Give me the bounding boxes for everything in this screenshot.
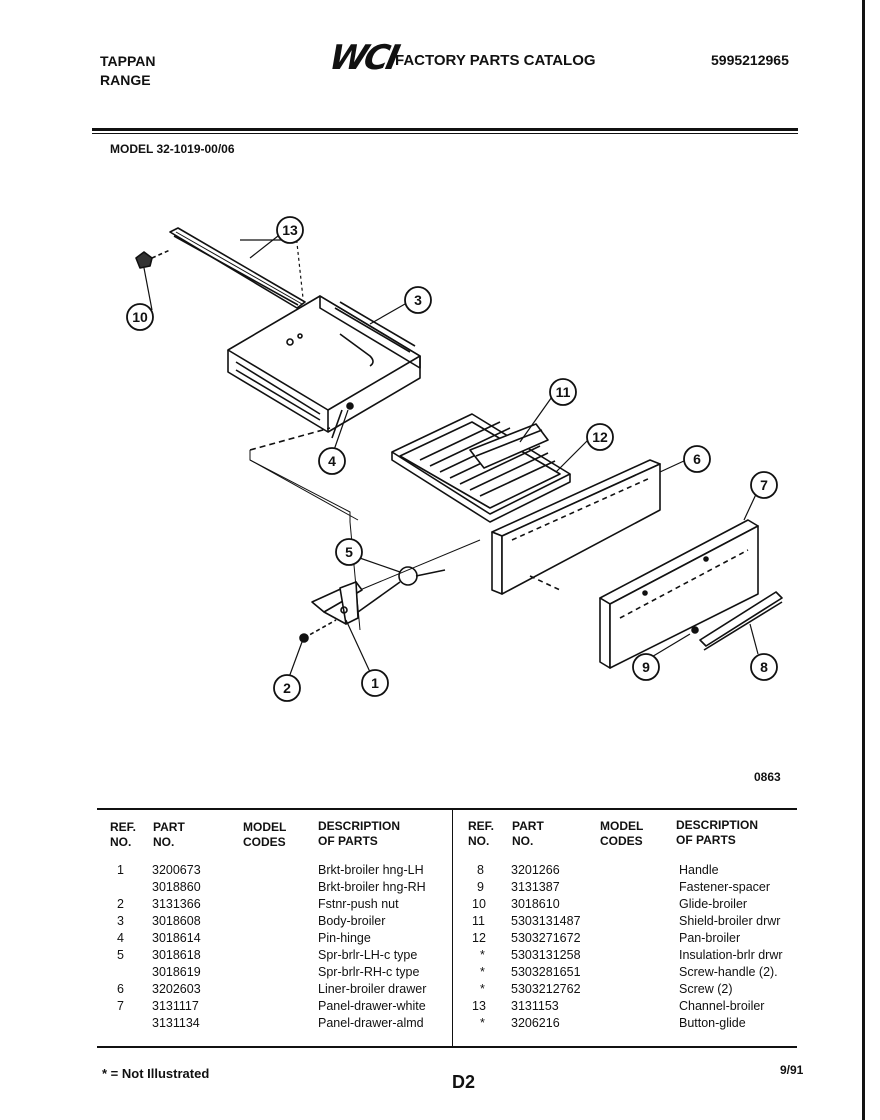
callout-7 [750, 471, 778, 499]
callout-1 [361, 669, 389, 697]
header-part-left: PART NO. [153, 820, 185, 849]
callout-7-label: 7 [760, 477, 768, 493]
callout-6 [683, 445, 711, 473]
table-row: 10 [472, 897, 486, 911]
callout-6-label: 6 [693, 451, 701, 467]
callout-3 [404, 286, 432, 314]
callout-2 [273, 674, 301, 702]
body-broiler-drawing [227, 295, 421, 433]
callout-2-label: 2 [283, 680, 291, 696]
callout-13-label: 13 [282, 222, 298, 238]
callout-5 [335, 538, 363, 566]
header-rule [92, 128, 798, 131]
callout-4-label: 4 [328, 453, 336, 469]
product-type: RANGE [100, 72, 151, 88]
callout-11 [549, 378, 577, 406]
table-row: 5 [117, 948, 124, 962]
callout-8-label: 8 [760, 659, 768, 675]
header-desc-right: DESCRIPTION OF PARTS [676, 818, 759, 847]
model-number: MODEL 32-1019-00/06 [110, 142, 235, 156]
callout-4 [318, 447, 346, 475]
table-row: * [480, 965, 485, 979]
callout-10-label: 10 [132, 309, 148, 325]
callout-5-label: 5 [345, 544, 353, 560]
table-row: 4 [117, 931, 124, 945]
table-divider [452, 808, 453, 1048]
footnote-not-illustrated: * = Not Illustrated [102, 1066, 210, 1081]
header-ref-left: REF. NO. [110, 820, 137, 849]
table-bottom-rule [97, 1046, 797, 1048]
header-part-right: PART NO. [512, 819, 544, 848]
shield-broiler-drawing [469, 423, 549, 469]
callout-12 [586, 423, 614, 451]
page-number: D2 [452, 1072, 476, 1092]
callout-12-label: 12 [592, 429, 608, 445]
table-row: 6 [117, 982, 124, 996]
bracket-broiler-hinge-drawing [311, 581, 363, 625]
panel-drawer-drawing [599, 519, 759, 669]
page-border-right [862, 0, 865, 1120]
callout-8 [750, 653, 778, 681]
table-top-rule [97, 808, 797, 810]
pan-broiler-drawing [391, 413, 571, 523]
table-row: 2 [117, 897, 124, 911]
header-rule-thin [92, 133, 798, 134]
handle-drawing [699, 591, 783, 651]
wci-logo: WCI [325, 38, 401, 78]
table-row: 3 [117, 914, 124, 928]
table-row: * [480, 948, 485, 962]
header-model-right: MODEL CODES [600, 819, 644, 848]
callout-11-label: 11 [556, 384, 571, 400]
table-row: 11 [472, 914, 485, 928]
fastener-spacer-drawing [691, 626, 699, 634]
table-row: 12 [472, 931, 486, 945]
figure-code: 0863 [754, 770, 781, 784]
header-desc-left: DESCRIPTION OF PARTS [318, 819, 401, 848]
catalog-number: 5995212965 [711, 52, 789, 68]
brand-name: TAPPAN [100, 53, 156, 69]
header-ref-right: REF. NO. [468, 819, 495, 848]
spring-broiler-drawing [357, 566, 446, 613]
table-row: * [480, 1016, 485, 1030]
callout-9-label: 9 [642, 659, 650, 675]
exploded-parts-diagram: 13 10 3 4 11 12 6 7 5 9 8 1 2 [126, 216, 783, 702]
liner-broiler-drawer-drawing [491, 459, 661, 595]
pin-hinge-drawing [331, 402, 354, 439]
table-row: * [480, 982, 485, 996]
channel-broiler-drawing [169, 227, 306, 309]
callout-1-label: 1 [371, 675, 379, 691]
header-model-left: MODEL CODES [243, 820, 287, 849]
table-row: 7 [117, 999, 124, 1013]
callout-9 [632, 653, 660, 681]
callout-3-label: 3 [414, 292, 422, 308]
push-nut-drawing [299, 619, 337, 643]
callout-10 [126, 303, 154, 331]
table-row: 8 [477, 863, 484, 877]
table-row: 1 [117, 863, 124, 877]
table-row: 9 [477, 880, 484, 894]
glide-broiler-drawing [135, 249, 171, 269]
table-row: 13 [472, 999, 486, 1013]
revision-date: 9/91 [780, 1063, 804, 1077]
catalog-title: FACTORY PARTS CATALOG [395, 52, 596, 69]
callout-13 [276, 216, 304, 244]
